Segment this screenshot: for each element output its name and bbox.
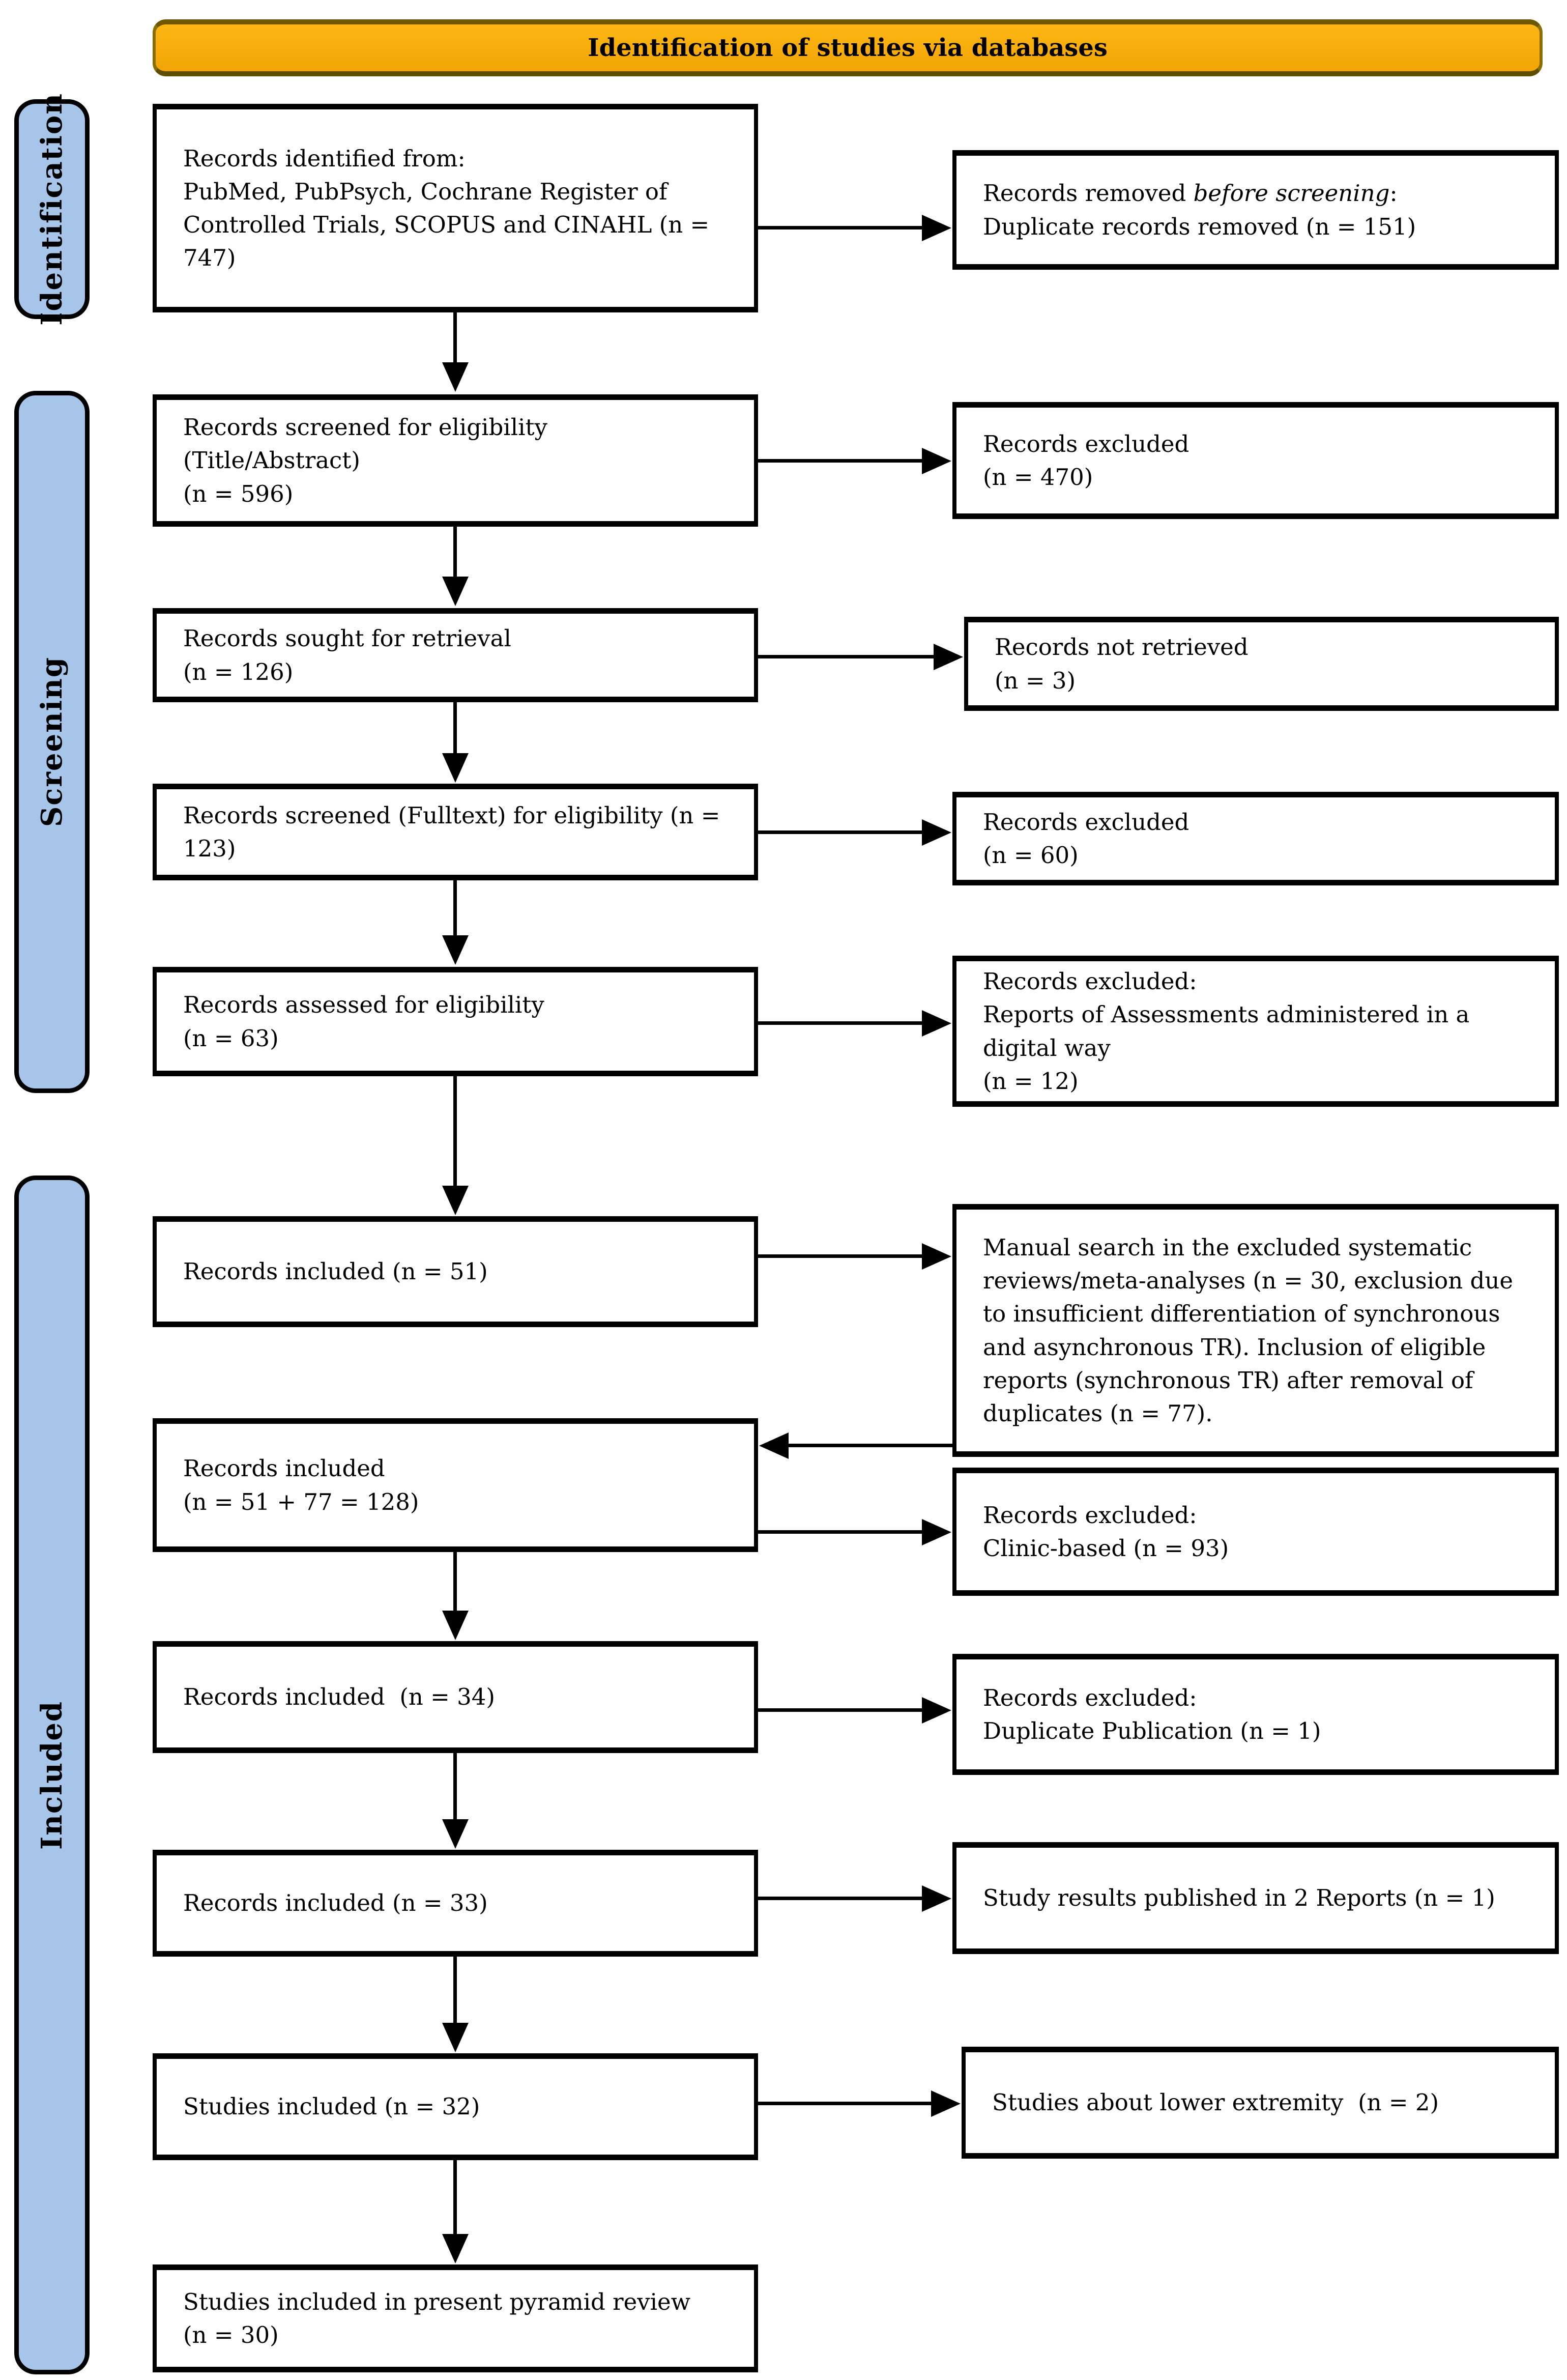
banner: Identification of studies via databases bbox=[153, 19, 1543, 76]
box-records-identified: Records identified from: PubMed, PubPsyc… bbox=[153, 104, 758, 312]
box-text-line: Records included (n = 51) bbox=[183, 1258, 488, 1285]
box-records-excluded-digital-assessments: Records excluded: Reports of Assessments… bbox=[952, 956, 1559, 1107]
box-records-included-33: Records included (n = 33) bbox=[153, 1850, 758, 1957]
stage-label-identification: Identification bbox=[35, 93, 69, 326]
box-text-line: Duplicate Publication (n = 1) bbox=[983, 1717, 1321, 1744]
box-text-line: Records excluded: bbox=[983, 1684, 1197, 1711]
box-text-line: Duplicate records removed (n = 151) bbox=[983, 213, 1416, 240]
box-study-results-two-reports: Study results published in 2 Reports (n … bbox=[952, 1842, 1559, 1954]
arrow-included32-down bbox=[453, 2160, 457, 2235]
box-text-line: Studies included (n = 32) bbox=[183, 2093, 480, 2120]
arrow-included32-to-lowerextremity bbox=[758, 2102, 932, 2105]
arrow-sought-down bbox=[453, 702, 457, 754]
box-text-line: (n = 596) bbox=[183, 480, 294, 507]
stage-bar-included: Included bbox=[14, 1175, 90, 2374]
box-records-removed-before-screening: Records removed before screening: Duplic… bbox=[952, 150, 1559, 270]
box-text-line: Clinic-based (n = 93) bbox=[983, 1535, 1229, 1562]
stage-label-screening: Screening bbox=[35, 656, 69, 827]
box-text-line: (Title/Abstract) bbox=[183, 447, 360, 474]
box-records-screened-title-abstract: Records screened for eligibility (Title/… bbox=[153, 394, 758, 527]
box-text-line: PubMed, PubPsych, Cochrane Register of C… bbox=[183, 178, 717, 272]
box-text-line: Records excluded: bbox=[983, 968, 1197, 995]
box-records-screened-fulltext: Records screened (Fulltext) for eligibil… bbox=[153, 784, 758, 880]
box-text-line: Records not retrieved bbox=[995, 634, 1249, 661]
box-text-line: Records included bbox=[183, 1455, 385, 1482]
box-text-line: Manual search in the excluded systematic… bbox=[983, 1234, 1521, 1427]
box-text-line: Records excluded bbox=[983, 808, 1189, 836]
box-text-line: Studies included in present pyramid revi… bbox=[183, 2288, 691, 2315]
box-text-line: (n = 63) bbox=[183, 1024, 279, 1052]
arrow-fulltext-to-excluded60 bbox=[758, 830, 923, 834]
box-text-line: Records excluded: bbox=[983, 1501, 1197, 1529]
box-text-line: (n = 3) bbox=[995, 667, 1076, 694]
box-records-excluded-duplicate-publication: Records excluded: Duplicate Publication … bbox=[952, 1654, 1559, 1775]
text-segment-italic: before screening bbox=[1193, 180, 1390, 207]
arrow-identified-down bbox=[453, 312, 457, 363]
box-text-line: Records included (n = 34) bbox=[183, 1683, 495, 1711]
box-text-line: Reports of Assessments administered in a… bbox=[983, 1001, 1477, 1062]
box-text-line: Records excluded bbox=[983, 430, 1189, 457]
arrow-included34-to-duplicate bbox=[758, 1708, 923, 1712]
box-records-excluded-60: Records excluded (n = 60) bbox=[952, 792, 1559, 885]
box-text-line: (n = 30) bbox=[183, 2321, 279, 2348]
arrow-screened-down bbox=[453, 527, 457, 578]
arrow-assessed-down bbox=[453, 1076, 457, 1187]
box-text-line: (n = 60) bbox=[983, 842, 1079, 869]
arrow-included51-to-manualsearch bbox=[758, 1254, 923, 1258]
box-records-sought-retrieval: Records sought for retrieval (n = 126) bbox=[153, 608, 758, 702]
stage-label-included: Included bbox=[35, 1700, 69, 1850]
box-records-included-128: Records included (n = 51 + 77 = 128) bbox=[153, 1418, 758, 1552]
arrow-included128-down bbox=[453, 1552, 457, 1612]
arrow-included34-down bbox=[453, 1753, 457, 1820]
banner-title: Identification of studies via databases bbox=[588, 34, 1108, 62]
box-text-line: Records assessed for eligibility bbox=[183, 991, 544, 1019]
arrow-assessed-to-excluded12 bbox=[758, 1021, 923, 1025]
box-studies-final-30: Studies included in present pyramid revi… bbox=[153, 2264, 758, 2372]
text-segment: Records removed bbox=[983, 180, 1194, 207]
text-segment: : bbox=[1389, 180, 1398, 207]
box-records-included-34: Records included (n = 34) bbox=[153, 1641, 758, 1753]
box-records-included-51: Records included (n = 51) bbox=[153, 1216, 758, 1327]
box-records-excluded-clinic-based: Records excluded: Clinic-based (n = 93) bbox=[952, 1468, 1559, 1596]
box-text-line: Records sought for retrieval bbox=[183, 625, 511, 652]
arrow-screened-to-excluded470 bbox=[758, 459, 923, 463]
arrow-sought-to-notretrieved bbox=[758, 655, 935, 658]
box-text-line: Records screened for eligibility bbox=[183, 414, 547, 441]
arrow-included33-down bbox=[453, 1957, 457, 2024]
stage-bar-identification: Identification bbox=[14, 93, 90, 326]
box-studies-lower-extremity: Studies about lower extremity (n = 2) bbox=[962, 2047, 1559, 2159]
arrow-fulltext-down bbox=[453, 880, 457, 936]
box-manual-search: Manual search in the excluded systematic… bbox=[952, 1204, 1559, 1457]
box-records-not-retrieved: Records not retrieved (n = 3) bbox=[964, 617, 1559, 711]
arrow-identified-to-removed bbox=[758, 226, 923, 230]
box-text-line: (n = 470) bbox=[983, 464, 1093, 491]
box-text-line: Records removed before screening: bbox=[983, 177, 1528, 210]
arrow-manualsearch-to-included128 bbox=[788, 1444, 952, 1447]
box-text-line: Study results published in 2 Reports (n … bbox=[983, 1884, 1495, 1912]
arrow-included33-to-tworeports bbox=[758, 1897, 923, 1900]
box-studies-included-32: Studies included (n = 32) bbox=[153, 2053, 758, 2160]
box-text-line: Records included (n = 33) bbox=[183, 1889, 488, 1917]
box-text-line: (n = 51 + 77 = 128) bbox=[183, 1488, 419, 1515]
box-text-line: Records identified from: bbox=[183, 145, 466, 172]
box-text-line: (n = 12) bbox=[983, 1067, 1079, 1095]
stage-bar-screening: Screening bbox=[14, 391, 90, 1093]
box-records-assessed: Records assessed for eligibility (n = 63… bbox=[153, 967, 758, 1076]
box-text-line: (n = 126) bbox=[183, 658, 294, 685]
box-records-excluded-470: Records excluded (n = 470) bbox=[952, 402, 1559, 519]
arrow-included128-to-clinicbased bbox=[758, 1530, 923, 1534]
box-text-line: Studies about lower extremity (n = 2) bbox=[992, 2089, 1439, 2116]
box-text-line: Records screened (Fulltext) for eligibil… bbox=[183, 801, 728, 862]
